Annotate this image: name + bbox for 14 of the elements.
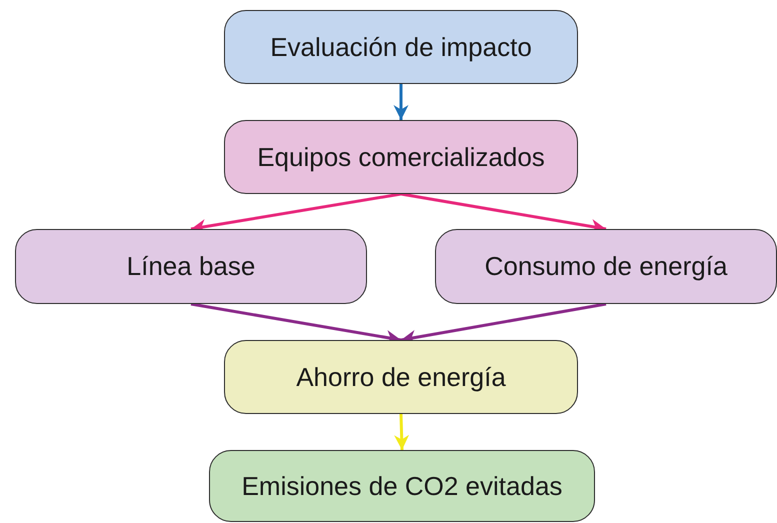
box-label: Emisiones de CO2 evitadas xyxy=(242,472,562,500)
process-box xyxy=(224,10,578,84)
arrow xyxy=(394,414,410,450)
process-box xyxy=(224,340,578,414)
box-label: Evaluación de impacto xyxy=(270,32,532,62)
box-label: Equipos comercializados xyxy=(257,142,545,172)
process-box xyxy=(209,450,595,522)
box-label: Consumo de energía xyxy=(484,252,728,281)
box-label: Línea base xyxy=(126,252,256,281)
arrow xyxy=(394,84,408,120)
process-box xyxy=(435,229,777,304)
process-box xyxy=(15,229,367,304)
process-box xyxy=(224,120,578,194)
box-label: Ahorro de energía xyxy=(296,362,506,392)
